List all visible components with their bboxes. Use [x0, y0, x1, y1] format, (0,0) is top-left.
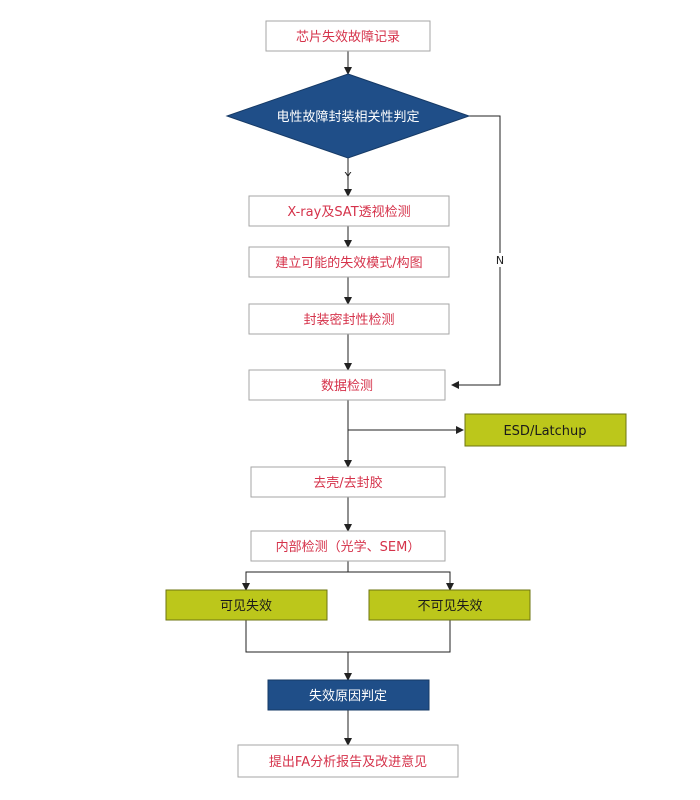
node-fa-report-box	[237, 744, 459, 778]
node-visible-failure: 可见失效	[165, 589, 328, 621]
node-failure-mode-box	[248, 246, 450, 278]
node-esd-latchup-box	[464, 413, 627, 447]
node-electrical-judge-diamond	[225, 73, 471, 159]
node-esd-latchup: ESD/Latchup	[464, 413, 627, 447]
edge-internal-to-invisible	[348, 571, 454, 591]
node-seal-test-label: 封装密封性检测	[303, 312, 394, 328]
node-xray-sat: X-ray及SAT透视检测	[248, 195, 450, 227]
node-seal-test: 封装密封性检测	[248, 303, 450, 335]
edge-judge-to-data-no	[451, 115, 501, 389]
node-seal-test-box	[248, 303, 450, 335]
node-internal-test-box	[250, 530, 446, 562]
node-invisible-failure-box	[368, 589, 531, 621]
node-failure-mode: 建立可能的失效模式/构图	[248, 246, 450, 278]
edge-label-yes: Y	[344, 170, 352, 183]
node-failure-mode-label: 建立可能的失效模式/构图	[275, 255, 422, 271]
edge-internal-to-visible	[242, 561, 349, 591]
node-data-test-box	[248, 369, 446, 401]
connectors	[242, 51, 501, 746]
node-xray-sat-label: X-ray及SAT透视检测	[287, 205, 410, 220]
node-chip-record: 芯片失效故障记录	[265, 20, 431, 52]
node-data-test: 数据检测	[248, 369, 446, 401]
node-root-cause: 失效原因判定	[267, 679, 430, 711]
edge-label-no: N	[496, 254, 504, 267]
edge-label-no-bg	[493, 253, 507, 267]
node-xray-sat-box	[248, 195, 450, 227]
node-esd-latchup-label: ESD/Latchup	[503, 424, 586, 439]
node-data-test-label: 数据检测	[321, 379, 373, 394]
node-decap: 去壳/去封胶	[250, 466, 446, 498]
node-internal-test: 内部检测（光学、SEM）	[250, 530, 446, 562]
node-visible-failure-label: 可见失效	[220, 599, 272, 614]
node-visible-failure-box	[165, 589, 328, 621]
node-chip-record-box	[265, 20, 431, 52]
node-fa-report: 提出FA分析报告及改进意见	[237, 744, 459, 778]
node-fa-report-label: 提出FA分析报告及改进意见	[269, 754, 427, 770]
node-decap-box	[250, 466, 446, 498]
node-invisible-failure-label: 不可见失效	[417, 599, 482, 614]
node-root-cause-label: 失效原因判定	[309, 689, 387, 704]
node-chip-record-label: 芯片失效故障记录	[296, 30, 400, 45]
node-decap-label: 去壳/去封胶	[313, 475, 382, 491]
node-invisible-failure: 不可见失效	[368, 589, 531, 621]
node-root-cause-box	[267, 679, 430, 711]
node-electrical-judge: 电性故障封装相关性判定	[225, 73, 471, 159]
edge-visible-merge	[245, 620, 451, 653]
node-electrical-judge-label: 电性故障封装相关性判定	[276, 110, 419, 125]
node-internal-test-label: 内部检测（光学、SEM）	[276, 539, 421, 555]
